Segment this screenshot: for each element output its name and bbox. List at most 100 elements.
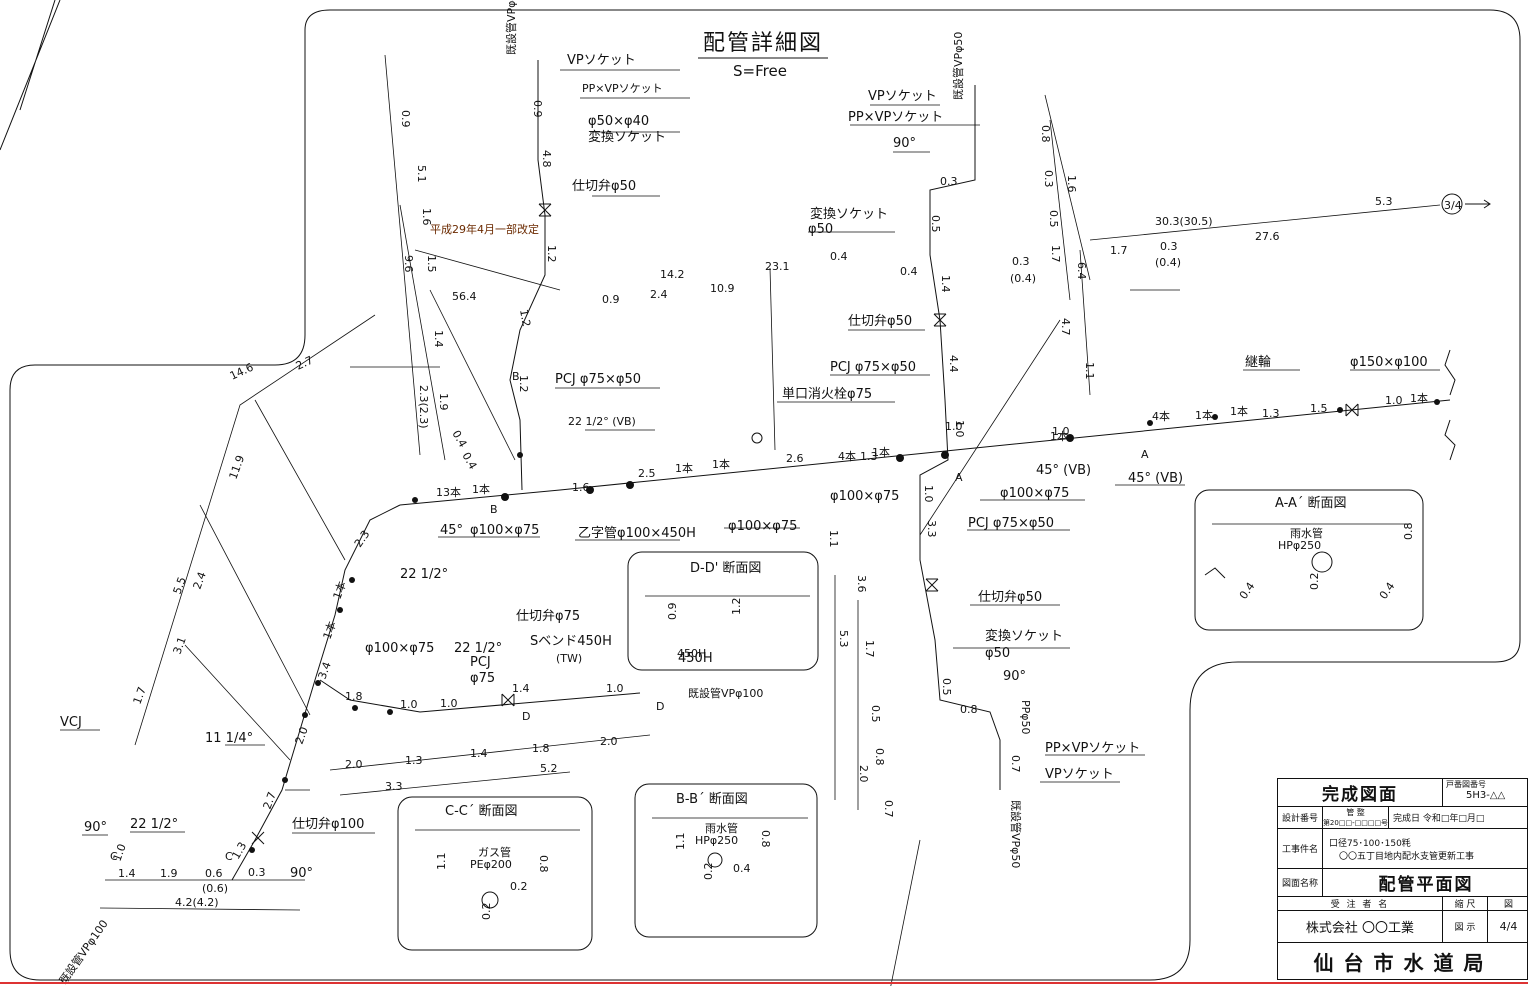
dim: 0.3 (1012, 255, 1030, 268)
label-pcj-left: PCJ φ75×φ50 (555, 372, 641, 387)
dim: 0.5 (929, 215, 942, 233)
label-coupling: 継輪 (1245, 354, 1271, 370)
label-sbend: Sベンド450H (530, 634, 612, 649)
dim: 1.0 (606, 682, 624, 695)
dim: 1.0 (440, 697, 458, 710)
label-2212-left: 22 1/2° (400, 567, 448, 582)
label-pp-vp-socket-top: PP×VPソケット (582, 82, 663, 95)
dim: 1.7 (131, 685, 149, 706)
section-dd-box (627, 551, 819, 671)
label-2212-vb-left: 22 1/2° (130, 817, 178, 832)
drawing-title: 配管詳細図 (703, 31, 823, 56)
marker-d: D (522, 710, 530, 723)
section-bb-dim4: 0.2 (702, 863, 715, 881)
dim: 1.7 (1049, 245, 1062, 263)
section-aa-pipe-size: HPφ250 (1278, 539, 1321, 552)
dim: 10.9 (710, 282, 735, 295)
marker-a2: A (955, 471, 963, 484)
label-gate-50-top: 仕切弁φ50 (572, 179, 636, 194)
pipe-count: 13本 (436, 485, 461, 499)
dim: 1.2 (545, 245, 558, 263)
dim: 2.0 (600, 735, 618, 748)
label-90-left: 90° (84, 820, 107, 835)
section-aa-dim2: 0.4 (1237, 580, 1258, 602)
dim: 1.4 (432, 330, 445, 348)
dim: 2.7 (294, 354, 315, 373)
dim: 0.4 (830, 250, 848, 263)
dim: 1.4 (118, 867, 136, 880)
revision-note: 平成29年4月一部改定 (430, 222, 539, 236)
dim: 1.0 (1385, 394, 1403, 407)
dim: 3.3 (925, 520, 938, 538)
dim: 1.5 (1310, 402, 1328, 415)
dim: 0.8 (873, 748, 886, 766)
gate-valve-150 (1345, 403, 1359, 417)
dim: 14.6 (228, 361, 256, 383)
section-dd-dim1: 0.9 (666, 603, 679, 621)
tb-contractor-label: 受 注 者 名 (1330, 900, 1390, 910)
dim: 1.0 (111, 842, 129, 863)
dim: 0.3 (940, 175, 958, 188)
dim: 2.7 (261, 790, 279, 811)
gate-valve-100 (251, 831, 265, 845)
dim: 3.4 (316, 660, 334, 681)
marker-a: A (1141, 448, 1149, 461)
gate-valve-top (538, 203, 552, 217)
section-dd-h: 450H (677, 647, 706, 660)
section-aa-dim1: 0.8 (1402, 523, 1415, 541)
section-bb-pipe-size: HPφ250 (695, 834, 738, 847)
tb-scale-label: 縮 尺 (1442, 897, 1487, 910)
section-cc-pipe (481, 891, 499, 909)
dim: 1.6 (572, 481, 590, 494)
pipe-count: 1本 (712, 457, 730, 471)
section-bb-pipe-name: 雨水管 (705, 821, 738, 835)
dim: 5.5 (171, 575, 189, 596)
circle-marker-label: 3/4 (1444, 199, 1462, 212)
tb-drawing-label: 図面名称 (1281, 879, 1318, 889)
dim: 0.4 (900, 265, 918, 278)
label-vcj: VCJ (60, 715, 82, 730)
dim: 5.3 (837, 630, 850, 648)
dim: 4.8 (540, 150, 553, 168)
dim: 1.6 (420, 208, 433, 226)
tb-work-cell: 口径75･100･150粍 〇〇五丁目地内配水支管更新工事 (1322, 829, 1528, 868)
dim: 0.8 (1039, 125, 1052, 143)
main-pipe (399, 399, 1451, 506)
label-exist-100: 既設管VPφ100 (688, 686, 763, 700)
pipe-count: 1本 (1230, 404, 1248, 418)
dim: 5.1 (415, 165, 428, 183)
label-reducer-3: φ100×φ75 (728, 519, 797, 534)
dim: 0.3 (1160, 240, 1178, 253)
label-2212: 22 1/2° (454, 641, 502, 656)
tb-row-title: 完成図面 戸番図番号 5H3-△△ (1278, 779, 1527, 807)
label-90-vb: 90° (290, 866, 313, 881)
dim: 30.3(30.5) (1155, 215, 1213, 228)
diag-pipe (231, 504, 401, 881)
dim: 5.3 (1375, 195, 1393, 208)
dim: 0.3 (248, 866, 266, 879)
label-pcj-right2: PCJ φ75×φ50 (968, 516, 1054, 531)
tb-scale-value: 図 示 (1442, 911, 1487, 942)
dim: 2.3(2.3) (417, 385, 430, 429)
section-aa-title: A-A´ 断面図 (1275, 496, 1347, 511)
dim: 0.9 (602, 293, 620, 306)
section-dd-title: D-D' 断面図 (690, 561, 761, 576)
tb-sheet: 4/4 (1487, 911, 1528, 942)
dim: 2.6 (786, 452, 804, 465)
tb-row-heads: 受 注 者 名 縮 尺 図 (1278, 897, 1527, 911)
dim: 56.4 (452, 290, 477, 303)
gate-valve-right (933, 313, 947, 327)
tb-map-no: 5H3-△△ (1466, 790, 1506, 801)
marker-c: C (225, 850, 233, 863)
dim: 3.1 (171, 635, 189, 656)
dim: 4.7 (1059, 318, 1072, 336)
dim: 1.5 (425, 255, 438, 273)
label-pp-vp-socket-bottom: PP×VPソケット (1045, 741, 1140, 756)
tb-row-work: 工事件名 口径75･100･150粍 〇〇五丁目地内配水支管更新工事 (1278, 829, 1527, 869)
label-existing-top: 既設管VPφ40 (504, 0, 518, 55)
section-cc-dim1: 1.1 (435, 853, 448, 871)
dim: 1.2 (517, 375, 530, 393)
end-zigzag-left (1204, 567, 1226, 579)
pipe-count: 1本 (320, 619, 339, 641)
tb-design-no: 第20□□-□□□□号 (1322, 819, 1388, 827)
